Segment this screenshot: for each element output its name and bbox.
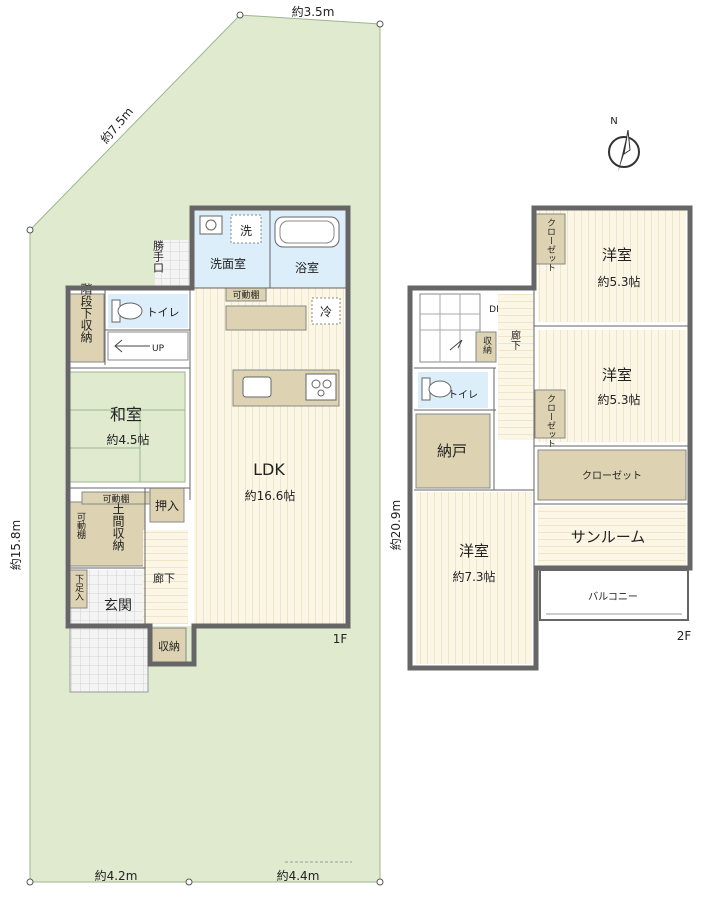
stair-steps — [420, 294, 480, 362]
room-f2-roka — [498, 294, 534, 440]
bathtub-icon — [274, 216, 340, 248]
f2-toilet-label: トイレ — [448, 390, 478, 401]
dn-arrow-icon — [449, 339, 463, 351]
f1-outer-wall — [65, 205, 351, 667]
kitchen-counter — [225, 305, 307, 331]
room-youshitsu3 — [416, 492, 532, 664]
f1-shuno-label: 収納 — [158, 640, 180, 653]
f2-stairs — [419, 293, 481, 363]
fridge-box — [311, 297, 341, 325]
f1-roka-label: 廊下 — [153, 571, 175, 585]
washitsu-size: 約4.5帖 — [106, 432, 149, 447]
room-balcony — [539, 569, 689, 621]
youshitsu2-size: 約5.3帖 — [597, 392, 640, 407]
bath-label: 浴室 — [295, 260, 319, 275]
up-label: UP — [152, 344, 165, 354]
kadodana-top-label: 可動棚 — [232, 289, 259, 301]
dim-top: 約3.5m — [292, 4, 335, 19]
f2-label: 2F — [677, 629, 692, 643]
f2-shuno-label: 収納 — [481, 335, 492, 355]
closet3-box — [537, 449, 687, 501]
balcony-label: バルコニー — [588, 591, 638, 603]
room-sunroom — [538, 506, 686, 566]
closet2-box — [534, 389, 566, 439]
doma-shuno-label: 土間収納 — [111, 503, 125, 551]
kitchen-sink-icon — [242, 376, 272, 398]
f2-roka-label: 廊下 — [509, 329, 521, 351]
f1-label: 1F — [333, 632, 348, 646]
room-washitsu — [68, 371, 186, 483]
senmen-label: 洗面室 — [210, 256, 246, 271]
sink-icon — [199, 215, 223, 235]
f1-toilet-label: トイレ — [147, 306, 180, 319]
ldk-label: LDK — [253, 460, 285, 479]
washing-machine-area — [230, 214, 262, 244]
room-oshiire — [149, 487, 185, 523]
geta-label: 下足入 — [73, 574, 84, 601]
youshitsu1-label: 洋室 — [602, 246, 632, 264]
youshitsu2-label: 洋室 — [602, 366, 632, 384]
wash-label: 洗 — [240, 224, 252, 238]
f2-toilet-icon — [421, 377, 452, 401]
closet1-box — [534, 213, 566, 265]
fridge-label: 冷 — [320, 305, 332, 319]
dim-2f-side: 約20.9m — [388, 500, 403, 550]
toilet-icon — [111, 299, 143, 323]
room-ldk — [194, 288, 344, 624]
kadodana-small-box — [81, 491, 151, 505]
closet2-label: クローゼット — [545, 394, 556, 448]
youshitsu3-size: 約7.3帖 — [452, 569, 495, 584]
room-doma-shuno — [68, 501, 146, 567]
youshitsu1-size: 約5.3帖 — [597, 274, 640, 289]
genkan-label: 玄関 — [104, 597, 132, 614]
oshiire-label: 押入 — [155, 499, 179, 513]
washitsu-label: 和室 — [110, 405, 142, 424]
youshitsu3-label: 洋室 — [459, 542, 489, 560]
closet1-label: クローゼット — [545, 218, 556, 272]
compass-icon: N — [608, 116, 640, 172]
dim-bottom-left: 約4.2m — [95, 868, 138, 883]
room-nando — [415, 413, 491, 489]
room-f1-roka — [143, 530, 188, 624]
kaidan-shuno-label: 階段下収納 — [79, 282, 93, 343]
room-f2-shuno — [475, 331, 497, 363]
nando-label: 納戸 — [437, 442, 467, 460]
sunroom-label: サンルーム — [571, 528, 646, 546]
room-katteguchi — [155, 240, 192, 288]
dim-bottom-right: 約4.4m — [277, 868, 320, 883]
entrance-porch — [69, 625, 149, 693]
up-arrow-icon — [114, 339, 150, 353]
kadodana-side-label: 可動棚 — [75, 512, 86, 540]
tatami-lines — [69, 409, 185, 482]
site-corner-markers — [26, 11, 384, 886]
room-kaidan-shuno — [68, 293, 105, 363]
ldk-size: 約16.6帖 — [245, 488, 296, 503]
floor-2: DN 収納 廊下 トイレ 納戸 洋室 約7.3帖 クローゼット 洋室 約5.3帖… — [407, 205, 693, 671]
kadodana-small-label: 可動棚 — [102, 493, 129, 505]
closet3-label: クローゼット — [582, 470, 642, 482]
dim-left: 約15.8m — [8, 520, 23, 570]
f2-inner-walls — [414, 208, 690, 568]
dn-label: DN — [489, 305, 503, 315]
room-f1-shuno — [151, 627, 187, 663]
stove-icon — [305, 373, 337, 401]
floor-1: 洗 洗面室 浴室 勝手口 トイレ 階段下収納 UP 和室 — [65, 205, 351, 693]
f1-inner-walls — [68, 208, 348, 624]
compass-label: N — [610, 116, 617, 127]
